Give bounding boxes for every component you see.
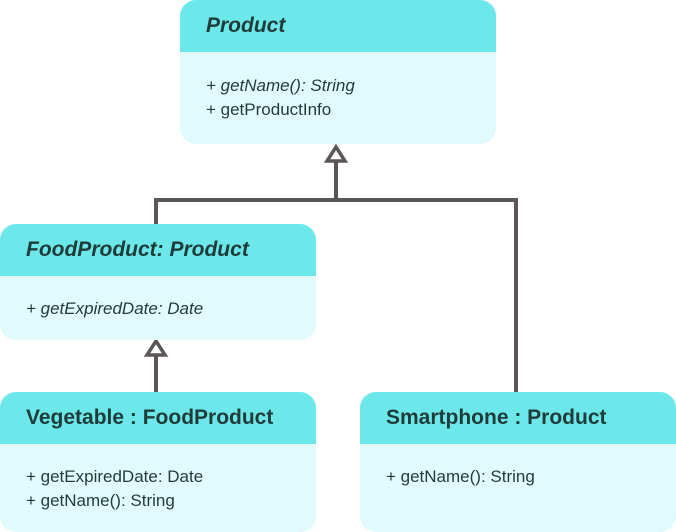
food-product-to-product-line — [154, 162, 338, 224]
class-vegetable-name: Vegetable : FoodProduct — [0, 392, 316, 444]
class-food-product-member: + getExpiredDate: Date — [26, 299, 204, 318]
class-vegetable-member: + getName(): String — [26, 491, 175, 510]
class-vegetable-members: + getExpiredDate: Date + getName(): Stri… — [0, 444, 316, 513]
class-vegetable-member: + getExpiredDate: Date — [26, 467, 204, 486]
class-product-members: + getName(): String + getProductInfo — [180, 52, 496, 122]
class-food-product-name: FoodProduct: Product — [0, 224, 316, 276]
class-food-product-members: + getExpiredDate: Date — [0, 276, 316, 321]
class-product-member: + getProductInfo — [206, 100, 332, 119]
class-smartphone-name: Smartphone : Product — [360, 392, 676, 444]
food-product-generalization-arrowhead — [143, 337, 169, 357]
smartphone-to-product-line — [336, 198, 518, 392]
class-product-member: + getName(): String — [206, 76, 355, 95]
product-generalization-arrowhead — [323, 143, 349, 163]
class-smartphone-members: + getName(): String — [360, 444, 676, 489]
class-smartphone: Smartphone : Product + getName(): String — [360, 392, 676, 532]
class-product: Product + getName(): String + getProduct… — [180, 0, 496, 144]
class-food-product: FoodProduct: Product + getExpiredDate: D… — [0, 224, 316, 340]
class-vegetable: Vegetable : FoodProduct + getExpiredDate… — [0, 392, 316, 532]
class-smartphone-member: + getName(): String — [386, 467, 535, 486]
class-product-name: Product — [180, 0, 496, 52]
